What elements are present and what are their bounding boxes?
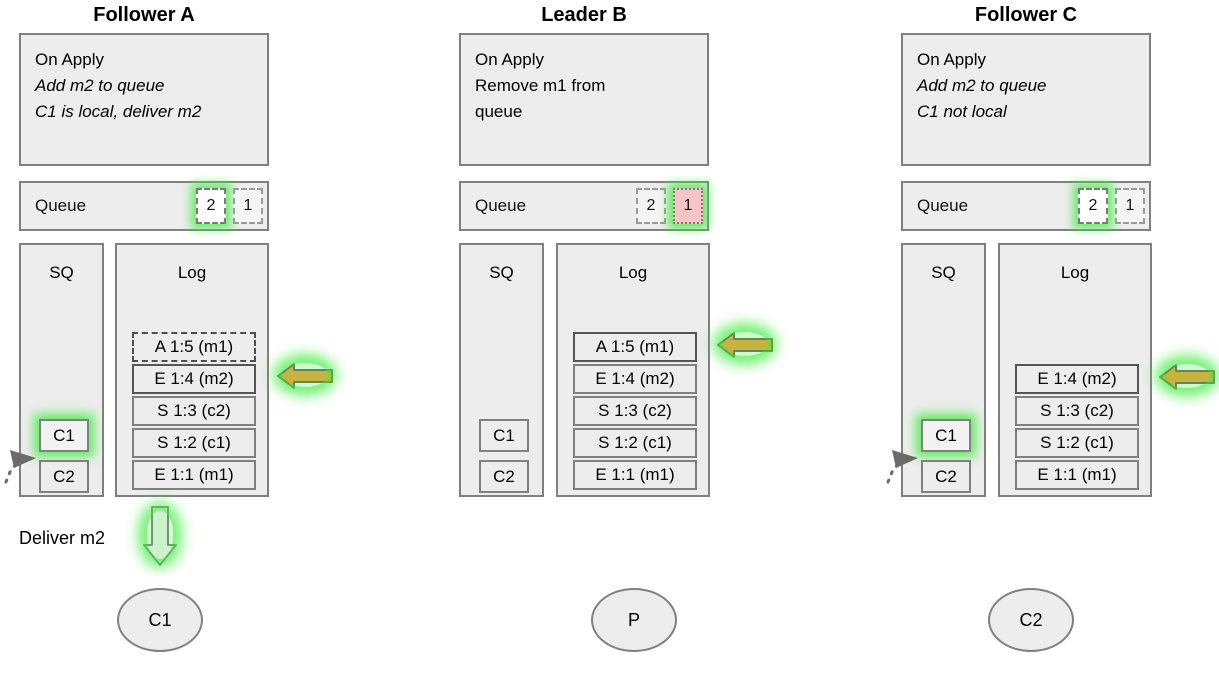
log-entry-a-4[interactable]: E 1:1 (m1) — [132, 460, 256, 490]
log-title-a: Log — [177, 263, 207, 282]
column-title-follower-a: Follower A — [93, 4, 195, 26]
client-node-p[interactable]: P — [591, 588, 677, 652]
sq-item-c-c2[interactable]: C2 — [921, 460, 971, 493]
queue-slot-b-0[interactable]: 2 — [636, 188, 666, 224]
pointer-arrow-icon-c — [1158, 362, 1216, 392]
apply-line-c-1: Add m2 to queue — [917, 76, 1047, 95]
column-title-leader-b: Leader B — [541, 4, 627, 26]
queue-box-follower-c: Queue 2 1 — [901, 181, 1151, 231]
sq-item-b-c1[interactable]: C1 — [479, 419, 529, 452]
apply-heading-c: On Apply — [917, 50, 986, 69]
pointer-arrow-icon-b — [716, 330, 774, 360]
deliver-label-a: Deliver m2 — [19, 528, 106, 548]
apply-heading-b: On Apply — [475, 50, 544, 69]
log-entry-b-2[interactable]: S 1:3 (c2) — [573, 396, 697, 426]
client-node-c1[interactable]: C1 — [117, 588, 203, 652]
log-entry-a-1[interactable]: E 1:4 (m2) — [132, 364, 256, 394]
queue-slot-a-0[interactable]: 2 — [196, 188, 226, 224]
log-entry-b-0[interactable]: A 1:5 (m1) — [573, 332, 697, 362]
queue-box-follower-a: Queue 2 1 — [19, 181, 269, 231]
queue-slot-c-0[interactable]: 2 — [1078, 188, 1108, 224]
sq-box-leader-b: SQ C1 C2 — [459, 243, 544, 497]
queue-label-a: Queue — [35, 196, 87, 215]
log-entry-a-0[interactable]: A 1:5 (m1) — [132, 332, 256, 362]
dotted-arrow-to-c1-c — [886, 450, 918, 484]
log-entry-b-3[interactable]: S 1:2 (c1) — [573, 428, 697, 458]
log-entry-c-2[interactable]: S 1:2 (c1) — [1015, 428, 1139, 458]
log-box-leader-b: Log A 1:5 (m1) E 1:4 (m2) S 1:3 (c2) S 1… — [556, 243, 710, 497]
sq-item-a-c2[interactable]: C2 — [39, 460, 89, 493]
pointer-arrow-glow-b — [722, 332, 768, 356]
log-entry-a-2[interactable]: S 1:3 (c2) — [132, 396, 256, 426]
apply-line-a-1: Add m2 to queue — [35, 76, 165, 95]
column-title-follower-c: Follower C — [974, 4, 1078, 26]
apply-line-b-2: queue — [475, 102, 523, 121]
log-entry-b-1[interactable]: E 1:4 (m2) — [573, 364, 697, 394]
apply-box-follower-a: On Apply Add m2 to queue C1 is local, de… — [19, 33, 269, 166]
pointer-arrow-glow-a — [282, 363, 328, 387]
apply-line-c-2: C1 not local — [917, 102, 1007, 121]
queue-label-b: Queue — [475, 196, 527, 215]
pointer-arrow-glow-c — [1164, 364, 1210, 388]
log-entry-a-3[interactable]: S 1:2 (c1) — [132, 428, 256, 458]
apply-box-leader-b: On Apply Remove m1 from queue — [459, 33, 709, 166]
apply-heading-a: On Apply — [35, 50, 104, 69]
log-entry-c-1[interactable]: S 1:3 (c2) — [1015, 396, 1139, 426]
sq-title-a: SQ — [49, 263, 74, 282]
queue-slot-a-1[interactable]: 1 — [233, 188, 263, 224]
log-box-follower-c: Log E 1:4 (m2) S 1:3 (c2) S 1:2 (c1) E 1… — [998, 243, 1152, 497]
queue-slot-c-1[interactable]: 1 — [1115, 188, 1145, 224]
queue-label-c: Queue — [917, 196, 969, 215]
sq-item-a-c1[interactable]: C1 — [39, 419, 89, 452]
log-entry-c-3[interactable]: E 1:1 (m1) — [1015, 460, 1139, 490]
deliver-down-arrow-icon — [141, 505, 179, 567]
apply-line-a-2: C1 is local, deliver m2 — [35, 102, 202, 121]
pointer-arrow-icon-a — [276, 361, 334, 391]
sq-item-b-c2[interactable]: C2 — [479, 460, 529, 493]
dotted-arrow-to-c1-a — [4, 450, 36, 484]
queue-slot-b-1[interactable]: 1 — [673, 188, 703, 224]
queue-box-leader-b: Queue 2 1 — [459, 181, 709, 231]
apply-line-b-1: Remove m1 from — [475, 76, 606, 95]
log-box-follower-a: Log A 1:5 (m1) E 1:4 (m2) S 1:3 (c2) S 1… — [115, 243, 269, 497]
apply-box-follower-c: On Apply Add m2 to queue C1 not local — [901, 33, 1151, 166]
sq-item-c-c1[interactable]: C1 — [921, 419, 971, 452]
sq-title-b: SQ — [489, 263, 514, 282]
log-title-c: Log — [1060, 263, 1090, 282]
log-title-b: Log — [618, 263, 648, 282]
log-entry-c-0[interactable]: E 1:4 (m2) — [1015, 364, 1139, 394]
deliver-down-arrow-glow — [147, 511, 173, 559]
client-node-c2[interactable]: C2 — [988, 588, 1074, 652]
sq-box-follower-a: SQ C1 C2 — [19, 243, 104, 497]
sq-title-c: SQ — [931, 263, 956, 282]
log-entry-b-4[interactable]: E 1:1 (m1) — [573, 460, 697, 490]
sq-box-follower-c: SQ C1 C2 — [901, 243, 986, 497]
